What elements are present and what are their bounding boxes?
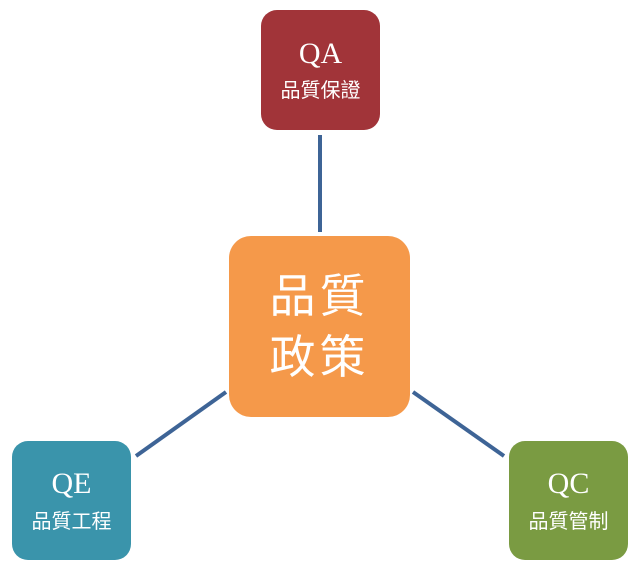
node-qe-label: 品質工程 <box>31 508 112 533</box>
center-line-2: 政策 <box>269 329 370 384</box>
node-qa-label: 品質保證 <box>280 78 361 103</box>
connector-qc <box>411 390 506 458</box>
node-quality-control: QC 品質管制 <box>509 441 628 560</box>
node-qe-code: QE <box>51 467 92 501</box>
node-qc-code: QC <box>547 467 590 501</box>
node-quality-engineering: QE 品質工程 <box>12 441 131 560</box>
center-line-1: 品質 <box>269 268 370 323</box>
node-quality-assurance: QA 品質保證 <box>261 10 380 130</box>
node-quality-policy: 品質 政策 <box>229 236 410 417</box>
node-qc-label: 品質管制 <box>528 508 609 533</box>
connector-qe <box>134 390 228 458</box>
node-qa-code: QA <box>298 36 343 70</box>
